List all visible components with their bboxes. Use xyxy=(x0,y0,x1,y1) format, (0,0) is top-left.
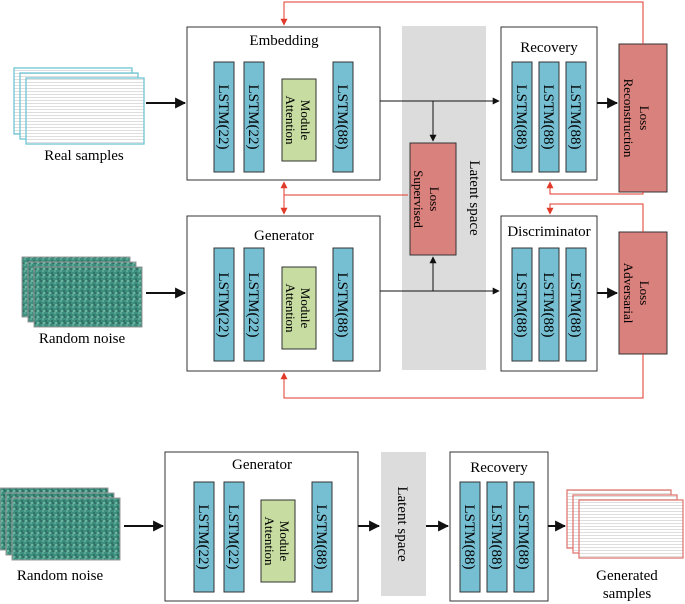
flow-arrows-top xyxy=(146,97,619,299)
reconstruction-loss-label-1: Reconstruction xyxy=(621,79,636,158)
random-noise-image-top xyxy=(21,256,143,328)
generated-samples-image xyxy=(566,489,684,559)
supervised-loss-block xyxy=(409,142,457,256)
generator-attention-label-2-top: Module xyxy=(298,288,313,329)
supervised-loss-label-2: Loss xyxy=(427,187,442,212)
embedding-title: Embedding xyxy=(249,33,319,49)
recovery-lstm-3-bottom xyxy=(513,481,535,593)
generator-title-bottom: Generator xyxy=(232,457,292,473)
discriminator-lstm-3 xyxy=(565,247,587,362)
random-noise-image-bottom xyxy=(0,487,121,561)
discriminator-lstm-1-label: LSTM(88) xyxy=(513,273,529,338)
generator-lstm-3-label-bottom: LSTM(88) xyxy=(313,505,329,570)
generator-lstm-1-bottom xyxy=(193,481,215,593)
embedding-lstm-2 xyxy=(243,61,265,173)
generator-attention-label-2-bottom: Module xyxy=(277,521,292,562)
discriminator-lstm-2-label: LSTM(88) xyxy=(540,273,556,338)
embedding-lstm-3-label: LSTM(88) xyxy=(334,85,350,150)
recovery-lstm-1-label-top: LSTM(88) xyxy=(513,85,529,150)
real-samples-image xyxy=(13,67,145,145)
generator-lstm-1-top xyxy=(213,247,235,362)
reconstruction-loss-label-2: Loss xyxy=(637,106,652,131)
generated-samples-label-1: Generated xyxy=(596,568,658,584)
generator-title-top: Generator xyxy=(254,228,314,244)
generator-lstm-1-label-top: LSTM(22) xyxy=(215,273,231,338)
embedding-lstm-1 xyxy=(213,61,235,173)
generator-lstm-3-label-top: LSTM(88) xyxy=(334,273,350,338)
recovery-lstm-2-bottom xyxy=(486,481,508,593)
generator-lstm-3-bottom xyxy=(311,481,333,593)
latent-space-band-bottom xyxy=(381,452,426,596)
supervised-loss-label-1: Supervised xyxy=(411,170,426,228)
generator-lstm-2-label-bottom: LSTM(22) xyxy=(225,505,241,570)
generator-attention-label-1-top: Attention xyxy=(283,283,298,333)
recovery-lstm-1-top xyxy=(511,61,533,173)
generator-attention-module-bottom xyxy=(260,499,296,583)
generator-lstm-2-bottom xyxy=(223,481,245,593)
discriminator-lstm-1 xyxy=(511,247,533,362)
recovery-title-top: Recovery xyxy=(520,40,578,56)
latent-space-label-bottom: Latent space xyxy=(394,486,410,562)
latent-space-label-top: Latent space xyxy=(466,160,482,236)
recovery-lstm-3-label-top: LSTM(88) xyxy=(567,85,583,150)
recovery-lstm-2-label-bottom: LSTM(88) xyxy=(488,505,504,570)
random-noise-label-bottom: Random noise xyxy=(17,568,104,584)
embedding-lstm-3 xyxy=(332,61,354,173)
generator-attention-label-1-bottom: Attention xyxy=(262,516,277,566)
adversarial-loss-label-1: Adversarial xyxy=(621,263,636,324)
recovery-lstm-1-label-bottom: LSTM(88) xyxy=(461,505,477,570)
embedding-lstm-2-label: LSTM(22) xyxy=(245,85,261,150)
real-samples-label: Real samples xyxy=(44,148,124,164)
generator-lstm-1-label-bottom: LSTM(22) xyxy=(195,505,211,570)
discriminator-title: Discriminator xyxy=(507,224,590,240)
generator-lstm-3-top xyxy=(332,247,354,362)
recovery-lstm-3-label-bottom: LSTM(88) xyxy=(515,505,531,570)
discriminator-lstm-2 xyxy=(538,247,560,362)
feedback-arrows-top xyxy=(280,1,644,399)
adversarial-loss-label-2: Loss xyxy=(637,281,652,306)
generated-samples-label-2: samples xyxy=(603,586,651,602)
discriminator-lstm-3-label: LSTM(88) xyxy=(567,273,583,338)
reconstruction-loss-block xyxy=(618,43,668,193)
recovery-lstm-2-label-top: LSTM(88) xyxy=(540,85,556,150)
embedding-lstm-1-label: LSTM(22) xyxy=(215,85,231,150)
recovery-lstm-2-top xyxy=(538,61,560,173)
recovery-lstm-1-bottom xyxy=(459,481,481,593)
generator-lstm-2-top xyxy=(243,247,265,362)
embedding-attention-label-2: Module xyxy=(298,100,313,141)
embedding-attention-label-1: Attention xyxy=(283,95,298,145)
generator-lstm-2-label-top: LSTM(22) xyxy=(245,273,261,338)
random-noise-label-top: Random noise xyxy=(39,331,126,347)
embedding-attention-module xyxy=(281,78,317,162)
recovery-lstm-3-top xyxy=(565,61,587,173)
recovery-title-bottom: Recovery xyxy=(470,460,528,476)
generator-attention-module-top xyxy=(281,266,317,350)
